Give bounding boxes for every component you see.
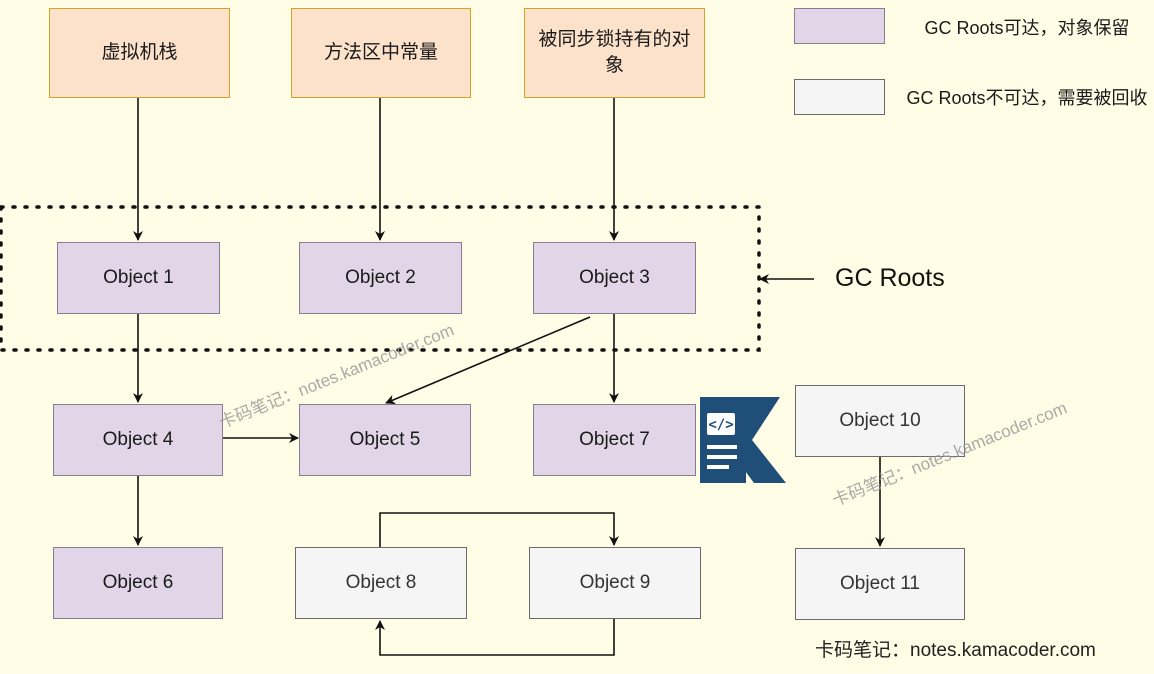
- gc-roots-label: GC Roots: [835, 264, 945, 292]
- sync-lock-held-objects-source: 被同步锁持有的对象: [524, 8, 705, 98]
- object-3: Object 3: [533, 242, 696, 314]
- object-7: Object 7: [533, 404, 696, 476]
- object-2: Object 2: [299, 242, 462, 314]
- method-area-constants-source: 方法区中常量: [291, 8, 471, 98]
- edge-object8-object9: [379, 512, 619, 547]
- kamacoder-logo: </>: [700, 397, 786, 483]
- edge-object9-object8: [375, 619, 615, 656]
- legend-reachable-swatch: [794, 8, 885, 44]
- legend-unreachable-swatch: [794, 79, 885, 115]
- edge-object3-object5: [385, 316, 591, 405]
- vm-stack-source: 虚拟机栈: [49, 8, 230, 98]
- footer-credit: 卡码笔记：notes.kamacoder.com: [815, 640, 1096, 661]
- legend-reachable-text: GC Roots可达，对象保留: [924, 18, 1130, 38]
- object-6: Object 6: [53, 547, 223, 619]
- object-1: Object 1: [57, 242, 220, 314]
- object-5: Object 5: [299, 404, 471, 476]
- legend-unreachable-text: GC Roots不可达，需要被回收: [906, 88, 1148, 108]
- object-4: Object 4: [53, 404, 223, 476]
- object-8: Object 8: [295, 547, 467, 619]
- object-11: Object 11: [795, 548, 965, 620]
- svg-text:</>: </>: [708, 417, 733, 433]
- object-10: Object 10: [795, 385, 965, 457]
- object-9: Object 9: [529, 547, 701, 619]
